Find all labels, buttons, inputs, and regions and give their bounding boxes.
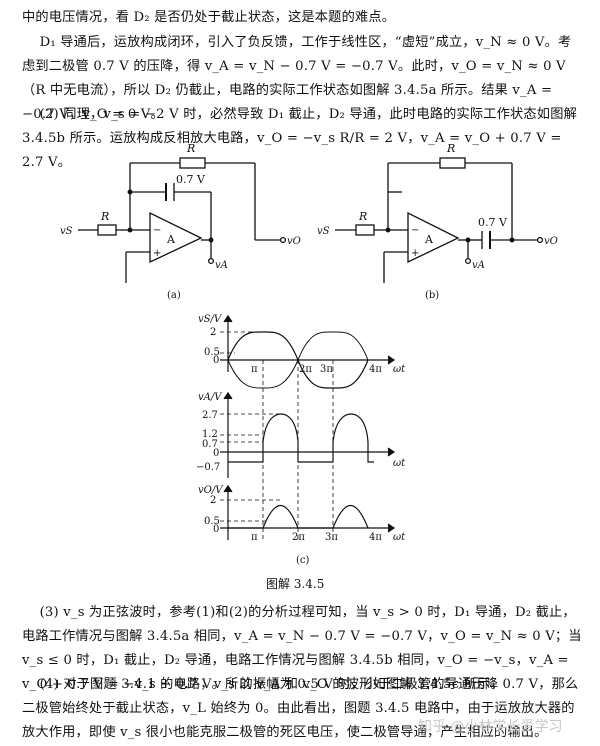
junction-a: [127, 227, 133, 233]
tick-va-12: 1.2: [202, 429, 218, 440]
waveforms-c: [220, 314, 396, 540]
tick-vo-2pi: 2π: [292, 532, 305, 543]
label-vo-b: vO: [544, 236, 558, 247]
junction-a3: [208, 237, 214, 243]
tick-vs-05: 0.5: [204, 347, 220, 358]
junction-b2: [509, 237, 515, 243]
label-diode-b: 0.7 V: [478, 216, 508, 229]
circuit-a: [78, 157, 283, 283]
tick-vs-pi: π: [251, 364, 258, 375]
tick-vo-pi: π: [251, 532, 258, 543]
paragraph-4: (3) v_s 为正弦波时，参考(1)和(2)的分析过程可知，当 v_s > 0…: [22, 605, 587, 692]
node-vo-a: [279, 236, 287, 244]
node-va-a: [207, 257, 215, 265]
input-resistor-b: [355, 224, 375, 236]
label-vs-a: vS: [60, 226, 73, 237]
opamp-a: [149, 211, 203, 264]
axis-label-vs: vS/V: [198, 314, 223, 325]
feedback-resistor-a: [179, 157, 206, 169]
node-va-b: [464, 257, 472, 265]
axis-label-va: vA/V: [198, 392, 223, 403]
wt-label-vo: ωt: [393, 532, 406, 543]
label-va-b: vA: [472, 260, 485, 271]
junction-b: [385, 227, 391, 233]
circuit-b: [335, 157, 540, 283]
label-r-in-a: R: [100, 210, 109, 223]
wave-va: [228, 413, 374, 463]
tick-vs-4pi: 4π: [369, 364, 382, 375]
label-diode-a: 0.7 V: [176, 173, 206, 186]
tick-vo-4pi: 4π: [369, 532, 382, 543]
watermark: 知乎 @小林学长爱学习: [418, 719, 563, 735]
tick-vo-3pi: 3π: [325, 532, 338, 543]
feedback-resistor-b: [439, 157, 466, 169]
tick-va-27: 2.7: [202, 410, 218, 421]
label-waves-c: (c): [296, 555, 310, 566]
label-circuit-b: (b): [425, 290, 439, 301]
label-plus-a: +: [153, 248, 161, 259]
opamp-b: [407, 211, 460, 264]
node-vo-b: [536, 236, 544, 244]
label-r-top-b: R: [446, 142, 455, 155]
label-r-in-b: R: [358, 210, 367, 223]
paragraph-5: (4) 对于图题 3.4.1 的电路，v_s 的振幅为 0.5 V 时，小于二极…: [22, 677, 579, 740]
junction-b3: [465, 237, 471, 243]
tick-vo-0: 0: [213, 524, 219, 535]
paragraph-1: 中的电压情况，看 D₂ 是否仍处于截止状态，这是本题的难点。: [22, 10, 396, 25]
label-amp-a: A: [166, 233, 176, 246]
input-resistor-a: [97, 224, 117, 236]
wt-label-vs: ωt: [393, 364, 406, 375]
label-amp-b: A: [424, 233, 434, 246]
tick-vo-2: 2: [210, 495, 216, 506]
tick-vo-05: 0.5: [204, 516, 220, 527]
label-circuit-a: (a): [167, 290, 181, 301]
paragraph-2: D₁ 导通后，运放构成闭环，引入了负反馈，工作于线性区，“虚短”成立，v_N ≈…: [22, 35, 572, 122]
wt-label-va: ωt: [393, 458, 406, 469]
tick-vs-2: 2: [210, 327, 216, 338]
figure-caption: 图解 3.4.5: [266, 577, 325, 591]
label-plus-b: +: [411, 248, 419, 259]
tick-vs-0: 0: [213, 355, 219, 366]
label-minus-a: −: [153, 225, 161, 236]
tick-vs-2pi: 2π: [299, 364, 312, 375]
tick-va-0: 0: [213, 448, 219, 459]
tick-vs-3pi: 3π: [320, 364, 333, 375]
axis-label-vo: vO/V: [198, 485, 224, 496]
tick-va-07: 0.7: [202, 439, 218, 450]
tick-va-neg07: −0.7: [196, 462, 220, 473]
label-r-top-a: R: [186, 142, 195, 155]
label-vs-b: vS: [317, 226, 330, 237]
junction-a2: [127, 189, 133, 195]
label-va-a: vA: [215, 260, 228, 271]
label-vo-a: vO: [287, 236, 301, 247]
label-minus-b: −: [411, 225, 419, 236]
paragraph-3: (2) 同理，v_s = −2 V 时，必然导致 D₁ 截止，D₂ 导通，此时电…: [22, 107, 582, 170]
